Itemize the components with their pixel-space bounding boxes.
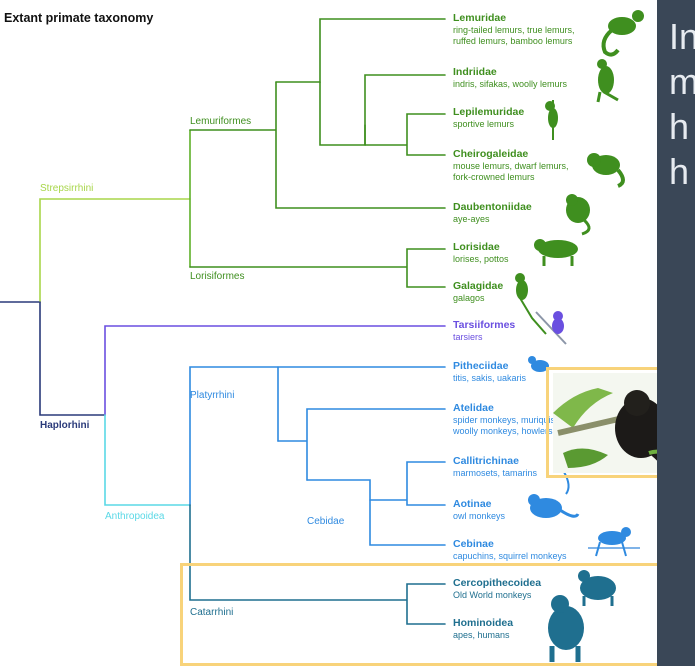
leaf-name: Cheirogaleidae	[453, 148, 529, 160]
leaf-name: Indriidae	[453, 66, 497, 78]
leaf-description: lorises, pottos	[453, 254, 509, 264]
indriidae-node	[319, 74, 446, 146]
clade-cebidae: Cebidae	[307, 516, 345, 527]
owl-monkey-icon	[528, 494, 580, 518]
leaf-description: fork-crowned lemurs	[453, 172, 535, 182]
leaf-description: ring-tailed lemurs, true lemurs,	[453, 25, 575, 35]
clade-lemuriformes: Lemuriformes	[190, 116, 252, 127]
cebidae-node	[306, 479, 446, 546]
capuchin-icon	[588, 527, 640, 557]
aye-aye-icon	[566, 194, 591, 236]
leaf-name: Cercopithecoidea	[453, 577, 542, 589]
clade-strepsirrhini: Strepsirrhini	[40, 183, 94, 194]
leaf-description: owl monkeys	[453, 511, 506, 521]
leaf-name: Lorisidae	[453, 241, 500, 253]
sportive-lemur-icon	[545, 100, 558, 140]
leaf-description: sportive lemurs	[453, 119, 515, 129]
catarrhini-branch	[189, 504, 446, 625]
leaf-name: Pitheciidae	[453, 360, 509, 372]
loris-icon	[534, 239, 578, 266]
mouse-lemur-icon	[587, 153, 625, 188]
leaf-description: woolly monkeys, howlers	[453, 426, 553, 436]
side-panel: In m h h	[657, 0, 695, 666]
titi-monkey-icon	[528, 356, 549, 372]
clade-haplorhini: Haplorhini	[40, 420, 90, 431]
leaf-description: tarsiers	[453, 332, 483, 342]
leaf-name: Tarsiiformes	[453, 319, 516, 331]
pitheciidae-node	[277, 366, 446, 442]
leaf-description: spider monkeys, muriquis,	[453, 415, 558, 425]
lemuridae-node	[275, 18, 446, 83]
clade-lorisiformes: Lorisiformes	[190, 271, 245, 282]
clade-platyrrhini: Platyrrhini	[190, 390, 235, 401]
strepsirrhini-branch	[39, 198, 191, 303]
leaf-name: Hominoidea	[453, 617, 514, 629]
clade-anthropoidea: Anthropoidea	[105, 511, 165, 522]
leaf-name: Galagidae	[453, 280, 504, 292]
leaf-description: Old World monkeys	[453, 590, 532, 600]
side-panel-line: h	[669, 151, 690, 192]
sifaka-icon	[596, 59, 619, 103]
leaf-name: Aotinae	[453, 498, 492, 510]
atelidae-node	[277, 408, 446, 481]
leaf-name: Atelidae	[453, 402, 494, 414]
side-panel-line: h	[669, 106, 690, 147]
leaf-description: titis, sakis, uakaris	[453, 373, 527, 383]
side-panel-line: In	[669, 16, 695, 57]
clade-catarrhini: Catarrhini	[190, 607, 234, 618]
lepilemuridae-node	[364, 113, 446, 156]
platyrrhini-branch	[189, 366, 279, 506]
leaf-description: capuchins, squirrel monkeys	[453, 551, 567, 561]
lemuriformes-branch	[189, 81, 446, 209]
lorisiformes-branch	[189, 248, 446, 288]
anthropoidea-branch	[104, 414, 191, 506]
side-panel-line: m	[669, 61, 695, 102]
gorilla-icon	[548, 595, 584, 662]
leaf-description: mouse lemurs, dwarf lemurs,	[453, 161, 569, 171]
callitrichinae-aotinae-node	[369, 461, 446, 506]
tarsier-icon	[535, 311, 567, 345]
leaf-name: Lemuridae	[453, 12, 507, 24]
leaf-name: Callitrichinae	[453, 455, 519, 467]
leaf-description: indris, sifakas, woolly lemurs	[453, 79, 568, 89]
diagram-title: Extant primate taxonomy	[4, 11, 154, 25]
leaf-description: aye-ayes	[453, 214, 490, 224]
leaf-name: Lepilemuridae	[453, 106, 525, 118]
leaf-description: marmosets, tamarins	[453, 468, 538, 478]
leaf-description: ruffed lemurs, bamboo lemurs	[453, 36, 573, 46]
haplorhini-branch	[39, 301, 106, 416]
leaf-name: Daubentoniidae	[453, 201, 532, 213]
leaf-description: galagos	[453, 293, 485, 303]
baboon-icon	[578, 570, 616, 606]
leaf-name: Cebinae	[453, 538, 494, 550]
leaf-description: apes, humans	[453, 630, 510, 640]
tarsiiformes-branch	[104, 325, 446, 416]
ring-tailed-lemur-icon	[601, 10, 644, 57]
catarrhini-highlight-box	[180, 563, 662, 666]
galago-icon	[515, 273, 547, 335]
